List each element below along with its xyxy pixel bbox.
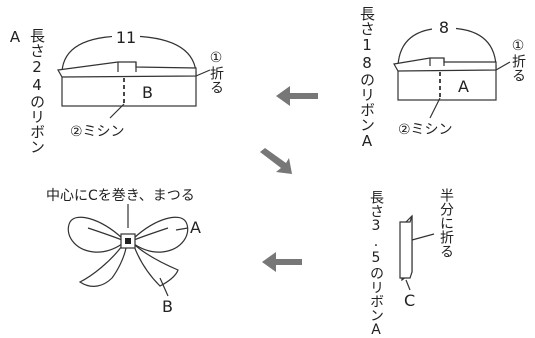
step2-part-letter: A [458,77,469,96]
step2-fold-label: ①折る [510,38,526,82]
step3-a-leader [175,227,189,231]
step2-width-value: 8 [439,18,449,37]
step2-ribbon-flap [393,57,497,72]
step1-vertical-label: 長さ24のリボンA [6,28,46,154]
step4-vertical-label: 長さ3.5のリボンA [368,190,384,338]
step1-sew-label: ②ミシン [70,124,125,140]
step4-fold-label-box: 半分に折る [438,188,454,258]
arrow-step4-to-step3 [262,252,302,272]
step1-width-bg [112,28,140,46]
step4-fold-leader [411,233,435,241]
arrow-step2-to-step1 [276,86,318,106]
diagonal-arrow-icon [260,148,292,174]
step1-part-letter: B [142,83,153,102]
step2-sew-leader [429,97,441,119]
step2-fold-leader [495,61,511,71]
step2-vertical-label: 長さ18のリボンA [358,6,376,150]
step1-group: 長さ24のリボンA 11 B ①折る ②ミシン [6,28,224,154]
step1-width-value: 11 [116,28,136,47]
step3-label-a: A [190,218,201,237]
bow-right-tail [133,245,179,287]
step3-group: 中心にCを巻き、まつる A B [46,188,201,316]
step2-width-bg [432,18,456,36]
step4-fold-label: 半分に折る [438,188,454,258]
left-arrow-icon [276,86,318,106]
bow-left-tail [78,245,127,287]
left-arrow-icon [262,252,302,272]
step4-part-letter: C [404,291,415,310]
step1-vertical-label-box: 長さ24のリボンA [6,28,46,154]
step2-vertical-label-box: 長さ18のリボンA [358,6,376,150]
step1-fold-label: ①折る [208,50,224,94]
step3-instruction: 中心にCを巻き、まつる [46,188,195,204]
step4-vertical-label-box: 長さ3.5のリボンA [368,190,384,338]
step4-group: 長さ3.5のリボンA 半分に折る C [368,188,454,338]
step1-ribbon-flap [57,61,197,78]
bow-left-loop [67,216,123,253]
step1-fold-label-box: ①折る [208,50,224,94]
step2-sew-label: ②ミシン [398,122,453,138]
bow-center-dot [125,238,131,244]
step2-group: 長さ18のリボンA 8 A ①折る ②ミシン [358,6,526,150]
step3-label-b: B [162,297,173,316]
bow-right-loop [133,216,189,253]
bow-right-inner [133,227,169,241]
step2-fold-label-box: ①折る [510,38,526,82]
ribbon-c-front [399,215,413,279]
step1-fold-leader [195,69,211,77]
step1-ribbon-body [61,71,197,107]
bow-left-inner [87,227,123,241]
step3-b-leader [159,277,169,297]
step4-c-leader [405,279,411,291]
arrow-step1-to-step3 [260,148,292,174]
step1-sew-leader [109,103,125,119]
